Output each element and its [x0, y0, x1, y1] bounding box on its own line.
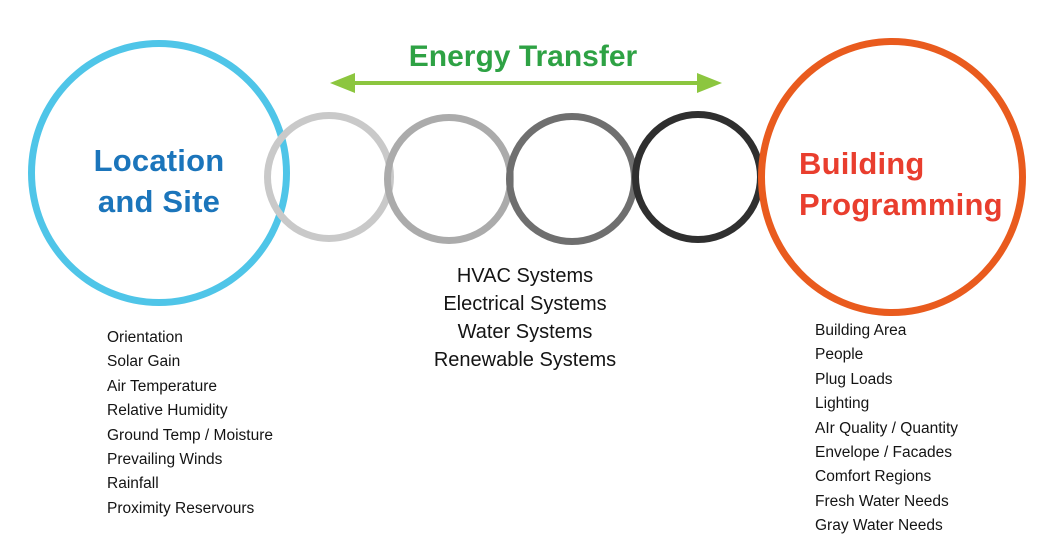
building-programming-label-line1: Building: [799, 146, 925, 182]
arrow-head-left-icon: [330, 73, 355, 93]
building-programming-label: Building Programming: [765, 144, 1003, 226]
list-item: Renewable Systems: [433, 349, 617, 371]
list-item: Lighting: [815, 395, 870, 413]
list-item: Building Area: [815, 322, 907, 339]
list-item: Fresh Water Needs: [815, 492, 949, 510]
chain-ring-2: [384, 114, 514, 244]
list-item: Air Temperature: [107, 377, 217, 395]
arrow-head-right-icon: [697, 73, 722, 93]
chain-ring-3: [506, 113, 638, 245]
list-item: Comfort Regions: [815, 468, 932, 486]
list-item: People: [815, 346, 864, 364]
building-programming-circle: Building Programming: [758, 38, 1026, 316]
list-item: Proximity Reservours: [107, 499, 255, 517]
location-site-circle: Location and Site: [28, 40, 290, 306]
list-item: Ground Temp / Moisture: [107, 426, 273, 444]
list-item: Plug Loads: [815, 370, 893, 388]
energy-transfer-title: Energy Transfer: [408, 40, 638, 73]
list-item: Relative Humidity: [107, 402, 228, 420]
location-site-label-line2: and Site: [97, 184, 221, 219]
chain-ring-4: [632, 111, 764, 243]
list-item: AIr Quality / Quantity: [815, 419, 958, 437]
list-item: HVAC Systems: [456, 265, 594, 287]
chain-ring-1: [264, 112, 394, 242]
list-item: Envelope / Facades: [815, 444, 953, 462]
energy-transfer-arrow: [330, 73, 722, 93]
building-programming-label-line2: Programming: [799, 187, 1003, 222]
list-item: Water Systems: [457, 321, 593, 343]
location-site-label-line1: Location: [93, 143, 225, 179]
list-item: Electrical Systems: [443, 293, 607, 315]
location-site-label: Location and Site: [94, 141, 225, 223]
list-item: Solar Gain: [107, 353, 181, 371]
list-item: Prevailing Winds: [107, 451, 223, 469]
list-item: Gray Water Needs: [815, 517, 943, 535]
list-item: Orientation: [107, 329, 183, 346]
list-item: Rainfall: [107, 475, 159, 493]
